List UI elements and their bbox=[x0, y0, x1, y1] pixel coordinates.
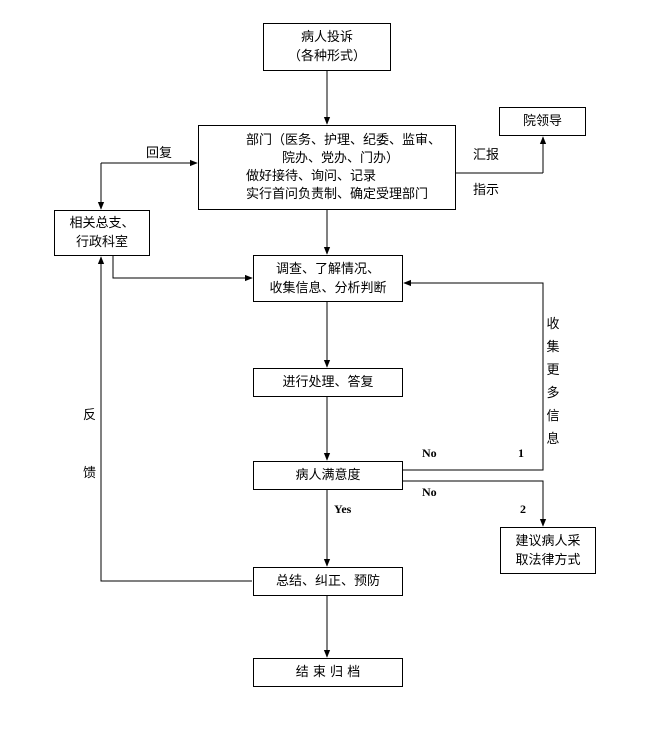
node-office: 相关总支、 行政科室 bbox=[54, 210, 150, 256]
node-dept-line1: 部门（医务、护理、纪委、监审、 bbox=[246, 132, 442, 148]
node-office-line1: 相关总支、 bbox=[69, 216, 135, 231]
node-archive: 结 束 归 档 bbox=[253, 658, 403, 687]
label-instruct: 指示 bbox=[473, 183, 500, 198]
node-dept: 部门（医务、护理、纪委、监审、 院办、党办、门办） 做好接待、询问、记录 实行首… bbox=[198, 125, 456, 210]
node-complaint-line1: 病人投诉 bbox=[300, 30, 353, 45]
node-satisfaction-line1: 病人满意度 bbox=[295, 468, 361, 483]
node-summary-line1: 总结、纠正、预防 bbox=[275, 574, 380, 589]
arrow-no-collect-more bbox=[403, 279, 544, 471]
node-office-line2: 行政科室 bbox=[75, 235, 128, 250]
arrow-no-to-legal bbox=[403, 480, 547, 527]
node-legal-line1: 建议病人采 bbox=[515, 533, 581, 549]
label-report: 汇报 bbox=[473, 148, 500, 163]
node-summary: 总结、纠正、预防 bbox=[253, 567, 403, 596]
label-num-1: 1 bbox=[518, 446, 524, 460]
node-complaint: 病人投诉 （各种形式） bbox=[263, 23, 391, 71]
node-dept-line4: 实行首问负责制、确定受理部门 bbox=[246, 186, 429, 202]
arrow-feedback-to-office bbox=[97, 256, 252, 582]
node-handle-line1: 进行处理、答复 bbox=[282, 375, 374, 390]
label-no-bottom: No bbox=[422, 485, 437, 499]
label-feedback-1: 反 bbox=[83, 408, 97, 423]
node-legal: 建议病人采 取法律方式 bbox=[500, 527, 596, 574]
node-dept-line3: 做好接待、询问、记录 bbox=[246, 168, 377, 184]
node-archive-line1: 结 束 归 档 bbox=[295, 665, 361, 680]
node-leader: 院领导 bbox=[499, 107, 586, 136]
node-leader-line1: 院领导 bbox=[522, 114, 562, 129]
node-investigate: 调查、了解情况、 收集信息、分析判断 bbox=[253, 255, 403, 302]
node-satisfaction: 病人满意度 bbox=[253, 461, 403, 490]
node-investigate-line1: 调查、了解情况、 bbox=[275, 261, 380, 277]
label-reply: 回复 bbox=[146, 146, 173, 161]
node-legal-line2: 取法律方式 bbox=[515, 552, 581, 568]
label-no-top: No bbox=[422, 446, 437, 460]
node-investigate-line2: 收集信息、分析判断 bbox=[269, 280, 387, 296]
node-handle: 进行处理、答复 bbox=[253, 368, 403, 397]
label-yes: Yes bbox=[334, 502, 352, 516]
node-complaint-line2: （各种形式） bbox=[287, 49, 366, 64]
label-feedback-2: 馈 bbox=[83, 466, 97, 481]
arrow-office-to-investigate bbox=[112, 256, 253, 282]
label-collect-more: 收集更多信息 bbox=[546, 317, 560, 447]
node-dept-line2: 院办、党办、门办） bbox=[282, 150, 400, 166]
label-num-2: 2 bbox=[520, 502, 526, 516]
